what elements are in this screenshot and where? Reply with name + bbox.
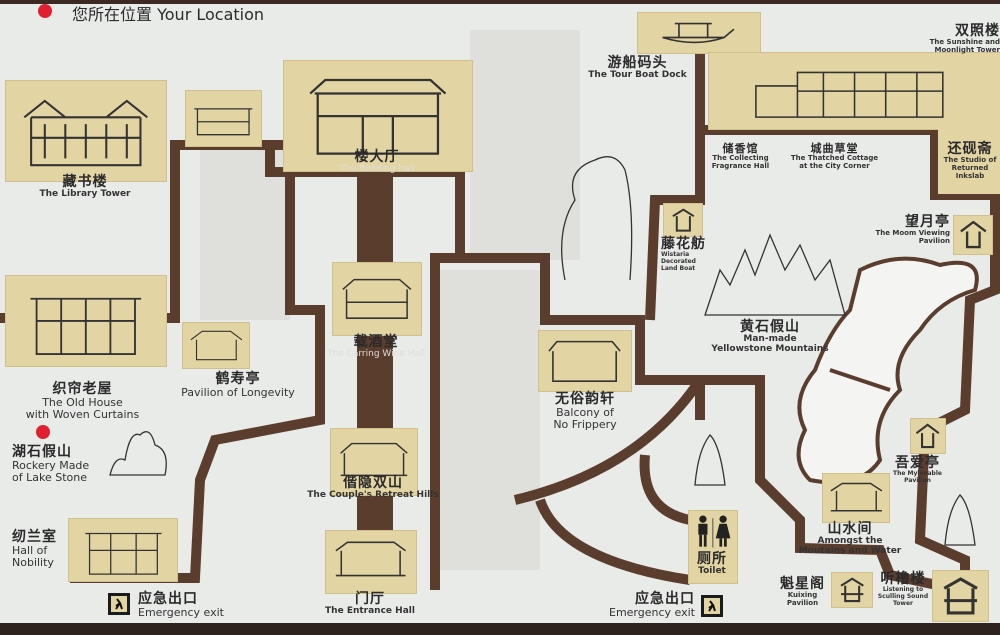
gate-icon: [335, 541, 407, 576]
pavilion-icon: [959, 221, 987, 249]
toilet-icon: [698, 515, 731, 548]
rockery-icon: [109, 431, 167, 476]
building-hall-building[interactable]: [283, 60, 473, 172]
mylovable-pavilion-building[interactable]: [910, 418, 946, 454]
pavilion-icon: [190, 330, 242, 361]
you-are-here-marker: [36, 425, 50, 439]
tower-icon: [23, 99, 149, 167]
boat-icon: [661, 22, 734, 43]
toilet-building[interactable]: [688, 510, 738, 584]
wistaria-boat-building[interactable]: [663, 203, 703, 237]
legend-label: 您所在位置 Your Location: [72, 6, 264, 24]
hall-icon: [309, 78, 447, 155]
garden-area: [440, 270, 540, 570]
tower-icon: [943, 576, 978, 614]
legend-zh: 您所在位置: [72, 5, 153, 24]
path: [535, 498, 691, 585]
pavilion-longevity-building[interactable]: [182, 322, 250, 369]
main-axis-path: [357, 172, 393, 592]
couple-retreat-hills-building[interactable]: [330, 428, 418, 496]
path: [755, 420, 962, 595]
path: [700, 125, 1000, 600]
house-icon: [30, 297, 142, 356]
path: [639, 454, 692, 525]
entrance-hall-building[interactable]: [325, 530, 417, 594]
garden-area: [470, 30, 580, 260]
studio-inkslab-tile: [938, 128, 1000, 194]
emergency-exit-icon: [701, 595, 723, 617]
rockery-icon: [694, 434, 726, 486]
path: [513, 377, 705, 505]
hall-icon: [342, 279, 412, 320]
sunshine-tower-building[interactable]: [708, 52, 1000, 130]
location-marker-legend: [38, 4, 52, 18]
pavilion-icon: [840, 577, 864, 603]
rockery-icon: [944, 494, 976, 546]
path: [645, 50, 705, 321]
hall-icon: [548, 341, 622, 383]
lake-bridge: [829, 368, 891, 392]
hall-nobility-building[interactable]: [68, 518, 178, 582]
tour-boat-dock-building[interactable]: [637, 12, 761, 54]
building-tile: [185, 90, 262, 147]
hall-icon: [340, 442, 408, 477]
mountains-water-building[interactable]: [822, 473, 890, 523]
rockery-icon: [561, 156, 633, 281]
garden-area: [200, 150, 290, 320]
sign-frame-bottom: [0, 623, 1000, 635]
lake-outline: [796, 256, 979, 485]
pavilion-icon: [916, 423, 940, 449]
emergency-exit-icon: [108, 593, 130, 615]
carrying-wine-hall-building[interactable]: [332, 262, 422, 336]
path: [640, 375, 765, 420]
old-house-building[interactable]: [5, 275, 167, 367]
pavilion-icon: [830, 483, 882, 512]
library-tower-building[interactable]: [5, 80, 167, 182]
pavilion-icon: [671, 208, 695, 232]
sign-frame-top: [0, 0, 1000, 4]
moon-pavilion-building[interactable]: [953, 215, 993, 255]
tower-icon: [755, 71, 945, 118]
kuixing-pavilion-building[interactable]: [831, 572, 873, 608]
path: [0, 140, 325, 583]
mountain-rockery-icon: [704, 233, 846, 316]
hall-icon: [84, 532, 162, 575]
balcony-building[interactable]: [538, 330, 632, 392]
hall-icon: [194, 108, 253, 136]
sculling-tower-building[interactable]: [932, 570, 989, 622]
legend-en: Your Location: [157, 5, 265, 24]
